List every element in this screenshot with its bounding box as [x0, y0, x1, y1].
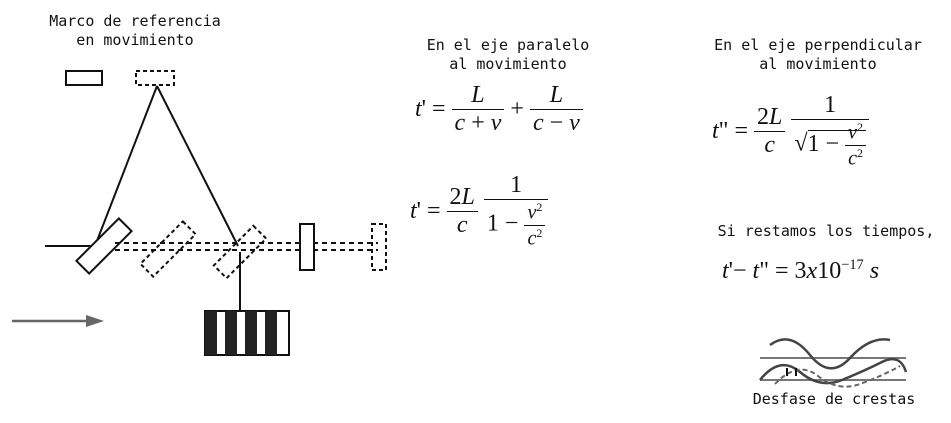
beam-splitter-dashed-2 — [212, 224, 268, 280]
crest-phase-shift-label: Desfase de crestas — [752, 390, 916, 408]
right-mirror-solid — [299, 223, 315, 271]
parallel-axis-line-1: En el eje paralelo — [426, 36, 590, 54]
beam-splitter-solid — [75, 217, 133, 275]
motion-arrow-head — [86, 315, 104, 327]
moving-frame-line-1: Marco de referencia — [49, 12, 221, 30]
top-mirror-solid — [65, 70, 103, 86]
perpendicular-axis-line-1: En el eje perpendicular — [714, 36, 922, 54]
right-mirror-dashed — [371, 223, 387, 271]
equation-time-difference: t'− t" = 3x10−17 s — [722, 257, 880, 284]
perpendicular-axis-label: En el eje perpendicular al movimiento — [690, 36, 946, 74]
light-path-down — [156, 85, 239, 247]
subtract-times-label: Si restamos los tiempos, — [717, 222, 935, 240]
moving-frame-line-2: en movimiento — [76, 31, 194, 49]
phase-shift-waves — [759, 338, 908, 388]
light-path-up — [94, 85, 158, 247]
top-mirror-dashed — [135, 70, 175, 86]
perpendicular-axis-line-2: al movimiento — [759, 55, 877, 73]
parallel-axis-line-2: al movimiento — [449, 55, 567, 73]
moving-frame-label: Marco de referencia en movimiento — [25, 12, 245, 50]
parallel-axis-label: En el eje paralelo al movimiento — [395, 36, 621, 74]
detector-fringes — [204, 310, 290, 356]
